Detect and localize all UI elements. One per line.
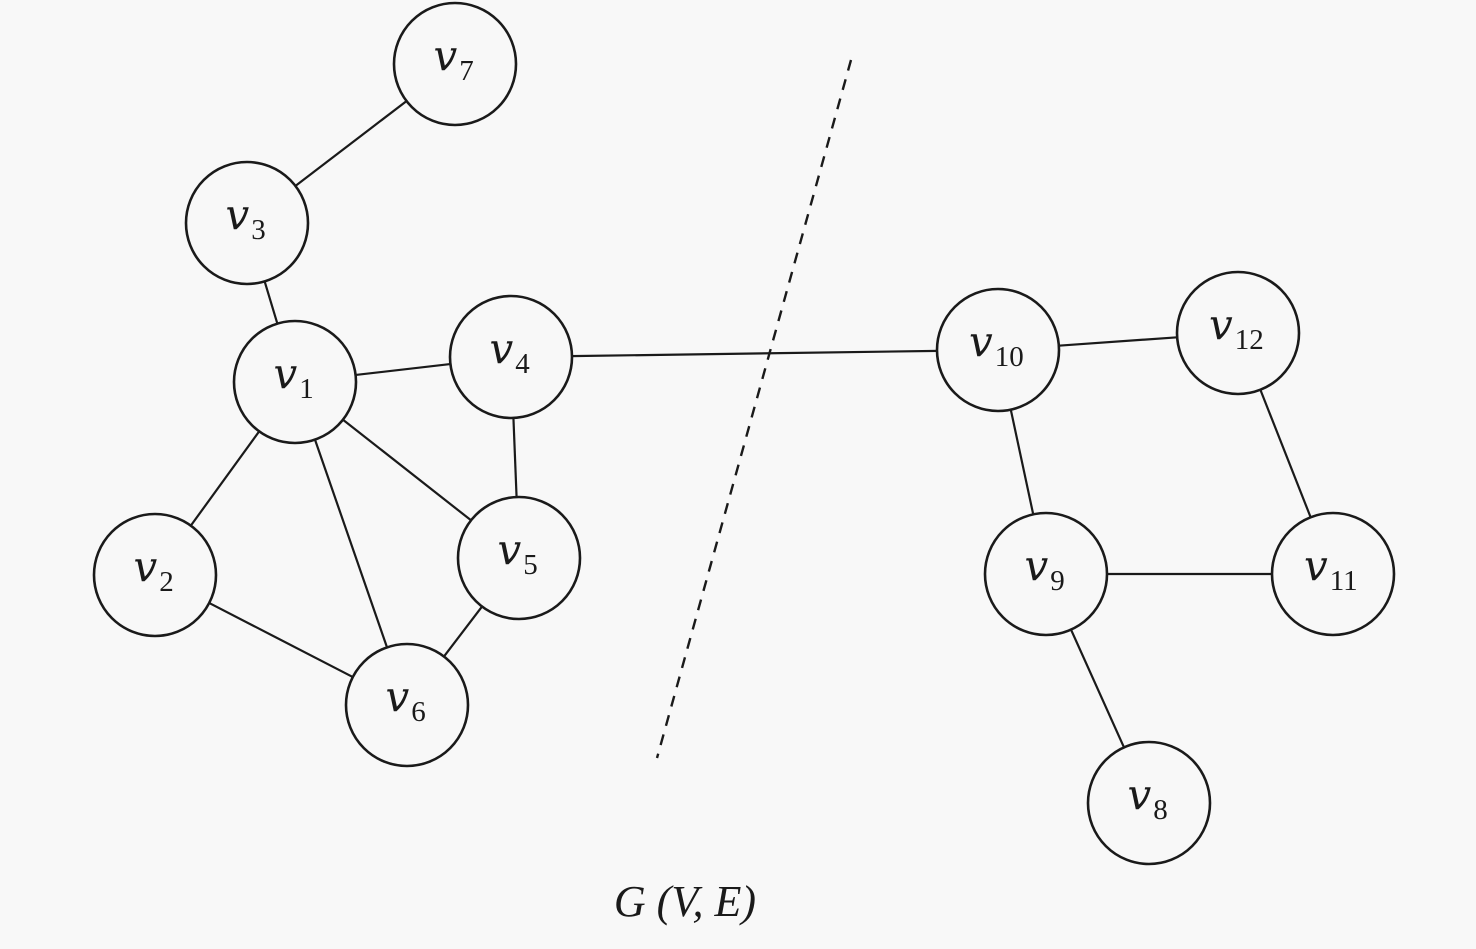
node-circle — [1086, 740, 1212, 866]
edge-v9-v8 — [1069, 627, 1126, 750]
node-circle — [1270, 511, 1396, 637]
edges — [188, 98, 1313, 750]
node-v11: v11 — [1270, 511, 1396, 637]
node-label: v11 — [1304, 541, 1358, 597]
node-label: v1 — [274, 349, 314, 405]
node-v9: v9 — [983, 511, 1109, 637]
edge-v10-v12 — [1056, 336, 1180, 347]
edge-v1-v5 — [340, 417, 474, 523]
node-label: v9 — [1025, 541, 1065, 597]
node-circle — [448, 294, 574, 420]
edge-v4-v10 — [569, 349, 940, 358]
node-v4: v4 — [448, 294, 574, 420]
node-v5: v5 — [456, 495, 582, 621]
node-v6: v6 — [344, 642, 470, 768]
partition-divider — [655, 59, 853, 759]
node-label: v12 — [1209, 300, 1264, 356]
node-circle — [92, 512, 218, 638]
node-label: v3 — [226, 190, 266, 246]
node-v1: v1 — [232, 319, 358, 445]
edge-v12-v11 — [1258, 387, 1313, 520]
node-v2: v2 — [92, 512, 218, 638]
node-circle — [184, 160, 310, 286]
edge-v7-v3 — [293, 98, 409, 189]
graph-caption: G (V, E) — [613, 877, 757, 926]
node-circle — [232, 319, 358, 445]
node-label: v10 — [969, 317, 1024, 373]
nodes: v1 v2 v3 v4 v5 v6 v7 v8 v9 v10 v11 v12 — [92, 1, 1396, 866]
edge-v1-v4 — [353, 362, 453, 377]
node-v10: v10 — [935, 287, 1061, 413]
node-v7: v7 — [392, 1, 518, 127]
edge-v3-v1 — [262, 279, 280, 326]
node-label: v6 — [386, 672, 426, 728]
node-circle — [344, 642, 470, 768]
node-v12: v12 — [1175, 270, 1301, 396]
node-label: v5 — [498, 525, 538, 581]
node-circle — [935, 287, 1061, 413]
node-label: v2 — [134, 542, 174, 598]
edge-v2-v6 — [206, 601, 356, 679]
node-circle — [983, 511, 1109, 637]
edge-v1-v6 — [313, 437, 389, 650]
node-circle — [1175, 270, 1301, 396]
node-label: v7 — [434, 31, 474, 87]
node-label: v4 — [490, 324, 531, 380]
edge-v5-v6 — [441, 604, 485, 659]
node-label: v8 — [1128, 770, 1168, 826]
edge-v1-v2 — [188, 429, 262, 528]
edge-v10-v9 — [1009, 407, 1035, 517]
node-circle — [392, 1, 518, 127]
node-v8: v8 — [1086, 740, 1212, 866]
node-circle — [456, 495, 582, 621]
node-v3: v3 — [184, 160, 310, 286]
edge-v4-v5 — [512, 415, 518, 500]
